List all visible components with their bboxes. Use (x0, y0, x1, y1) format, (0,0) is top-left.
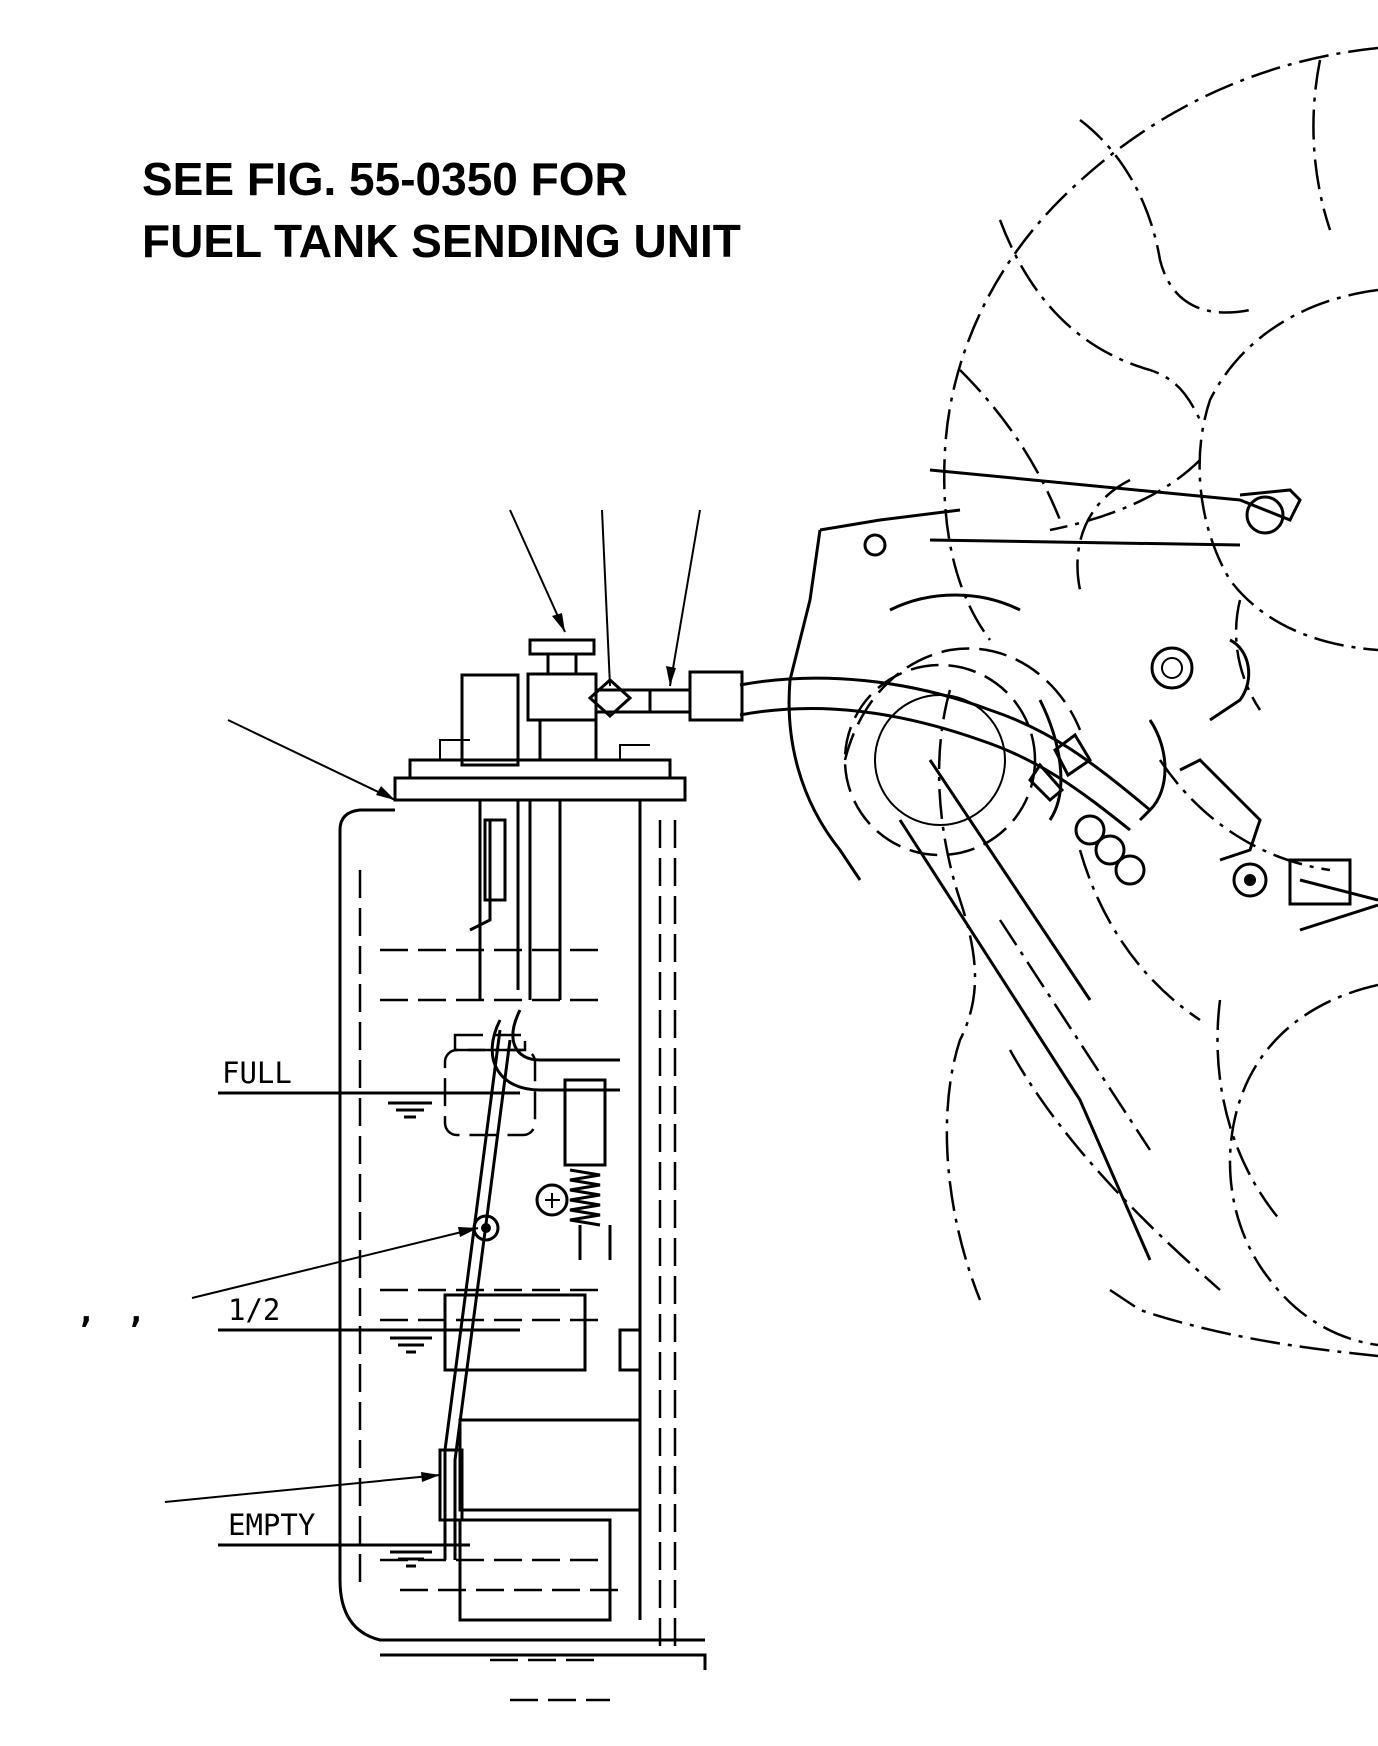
empty-label: EMPTY (228, 1508, 315, 1542)
fuel-line (650, 670, 1151, 832)
float (443, 1033, 537, 1137)
leader-fitting (669, 509, 701, 687)
alternator-assembly (787, 468, 1302, 886)
reference-note-line-2: FUEL TANK SENDING UNIT (142, 215, 741, 267)
half-level-symbol (390, 1336, 432, 1354)
leader-bracket (164, 1474, 441, 1503)
callout-comma-1: , (76, 1291, 96, 1331)
fuel-tank (338, 800, 707, 1702)
callout-leaders (164, 509, 701, 1503)
sending-unit (393, 638, 687, 1622)
leader-flange (227, 719, 396, 801)
leader-knob (509, 509, 566, 633)
callout-comma-2: , (126, 1291, 146, 1331)
half-label: 1/2 (228, 1293, 280, 1327)
reference-note-line-1: SEE FIG. 55-0350 FOR (142, 153, 628, 205)
leader-valve (601, 509, 611, 687)
level-markers (218, 1091, 520, 1568)
fan-belt (898, 759, 1152, 1261)
leader-float-arm (191, 1227, 479, 1299)
engine-fan (943, 46, 1378, 711)
full-level-symbol (388, 1101, 432, 1119)
full-label: FULL (222, 1056, 292, 1090)
empty-level-symbol (390, 1550, 432, 1568)
engine-block (937, 689, 1378, 1358)
